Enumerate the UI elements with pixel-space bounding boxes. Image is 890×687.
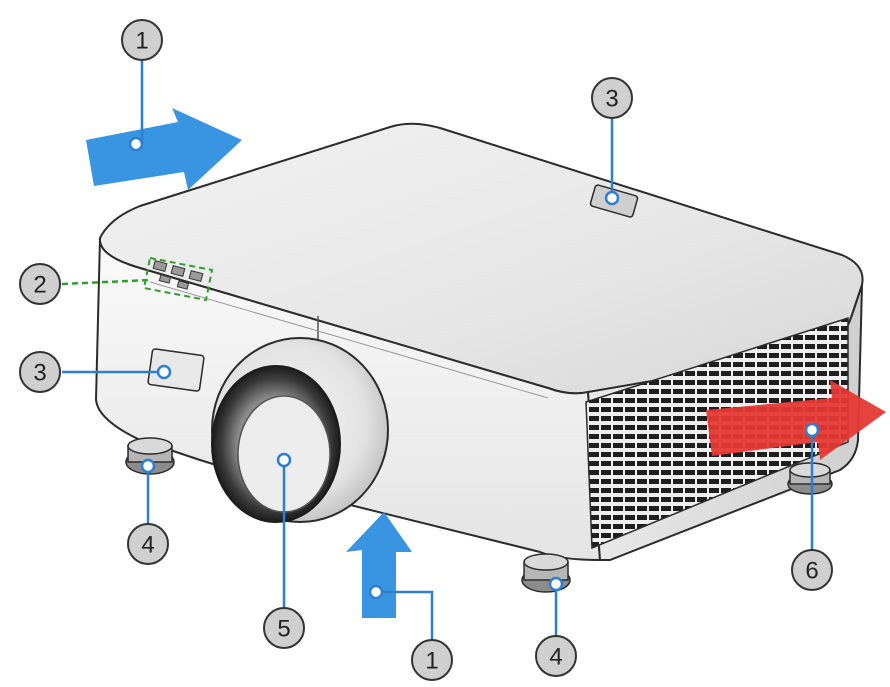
dot-c1a — [128, 136, 144, 152]
keypad — [152, 259, 204, 290]
callout-2: 2 — [19, 263, 61, 305]
projector-body — [94, 122, 864, 593]
dot-c1b — [368, 584, 384, 600]
svg-text:4: 4 — [141, 532, 154, 559]
dot-c4b — [548, 576, 564, 592]
intake-arrow-bottom — [346, 512, 412, 618]
dot-c4a — [140, 458, 156, 474]
callout-1-bottom: 1 — [411, 639, 453, 681]
svg-text:6: 6 — [805, 558, 818, 585]
keypad-highlight-outline — [142, 256, 214, 302]
svg-text:1: 1 — [135, 28, 148, 55]
svg-text:3: 3 — [605, 86, 618, 113]
callout-6: 6 — [791, 549, 833, 591]
leader-dots — [128, 136, 820, 600]
svg-text:5: 5 — [277, 616, 290, 643]
callout-3-top: 3 — [591, 77, 633, 119]
dot-c6 — [804, 422, 820, 438]
front-seam-line — [149, 281, 549, 399]
svg-text:4: 4 — [549, 644, 562, 671]
leader-c2 — [61, 278, 151, 286]
front-ir-receiver-window — [147, 348, 205, 392]
lens-assembly — [211, 337, 389, 523]
callout-1-top: 1 — [121, 19, 163, 61]
foot-rear-right — [787, 462, 833, 495]
svg-text:3: 3 — [33, 360, 46, 387]
dot-c3b — [156, 364, 172, 380]
callout-badges: 1 3 2 3 4 5 1 4 — [19, 19, 833, 681]
callout-4-left: 4 — [127, 523, 169, 565]
dot-c5 — [276, 452, 292, 468]
callout-4-right: 4 — [535, 635, 577, 677]
callout-5: 5 — [263, 607, 305, 649]
callout-3-front: 3 — [19, 351, 61, 393]
intake-arrow-top — [86, 108, 242, 190]
dot-c3a — [604, 190, 620, 206]
svg-text:1: 1 — [425, 648, 438, 675]
exhaust-arrow — [706, 380, 886, 460]
svg-text:2: 2 — [33, 272, 46, 299]
leader-lines — [61, 60, 814, 640]
leader-c1b — [378, 590, 434, 640]
